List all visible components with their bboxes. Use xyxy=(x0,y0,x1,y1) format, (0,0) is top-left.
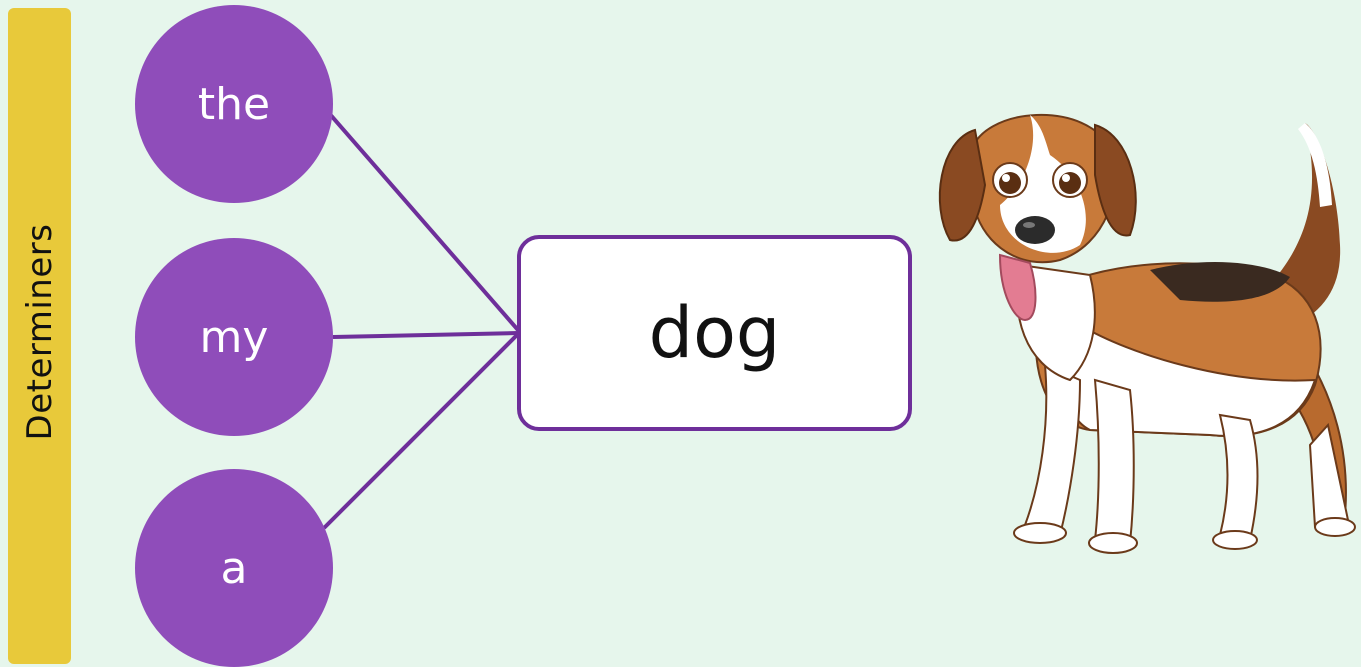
noun-box: dog xyxy=(517,235,912,431)
determiner-a: a xyxy=(135,469,333,667)
connector-my xyxy=(332,331,519,339)
dog-front-leg-right xyxy=(1093,378,1135,545)
connector-the xyxy=(326,110,520,332)
connector-a xyxy=(322,332,520,530)
dog-ear-left xyxy=(938,128,987,242)
dog-nose xyxy=(1015,216,1055,244)
dog-tongue xyxy=(998,253,1037,322)
determiner-my: my xyxy=(135,238,333,436)
dog-front-leg-left xyxy=(1023,363,1082,537)
dog-saddle-patch xyxy=(1150,261,1290,302)
dog-ear-right xyxy=(1094,123,1137,237)
beagle-dog-illustration xyxy=(938,113,1356,554)
determiners-sidebar xyxy=(8,8,71,664)
determiner-the: the xyxy=(135,5,333,203)
